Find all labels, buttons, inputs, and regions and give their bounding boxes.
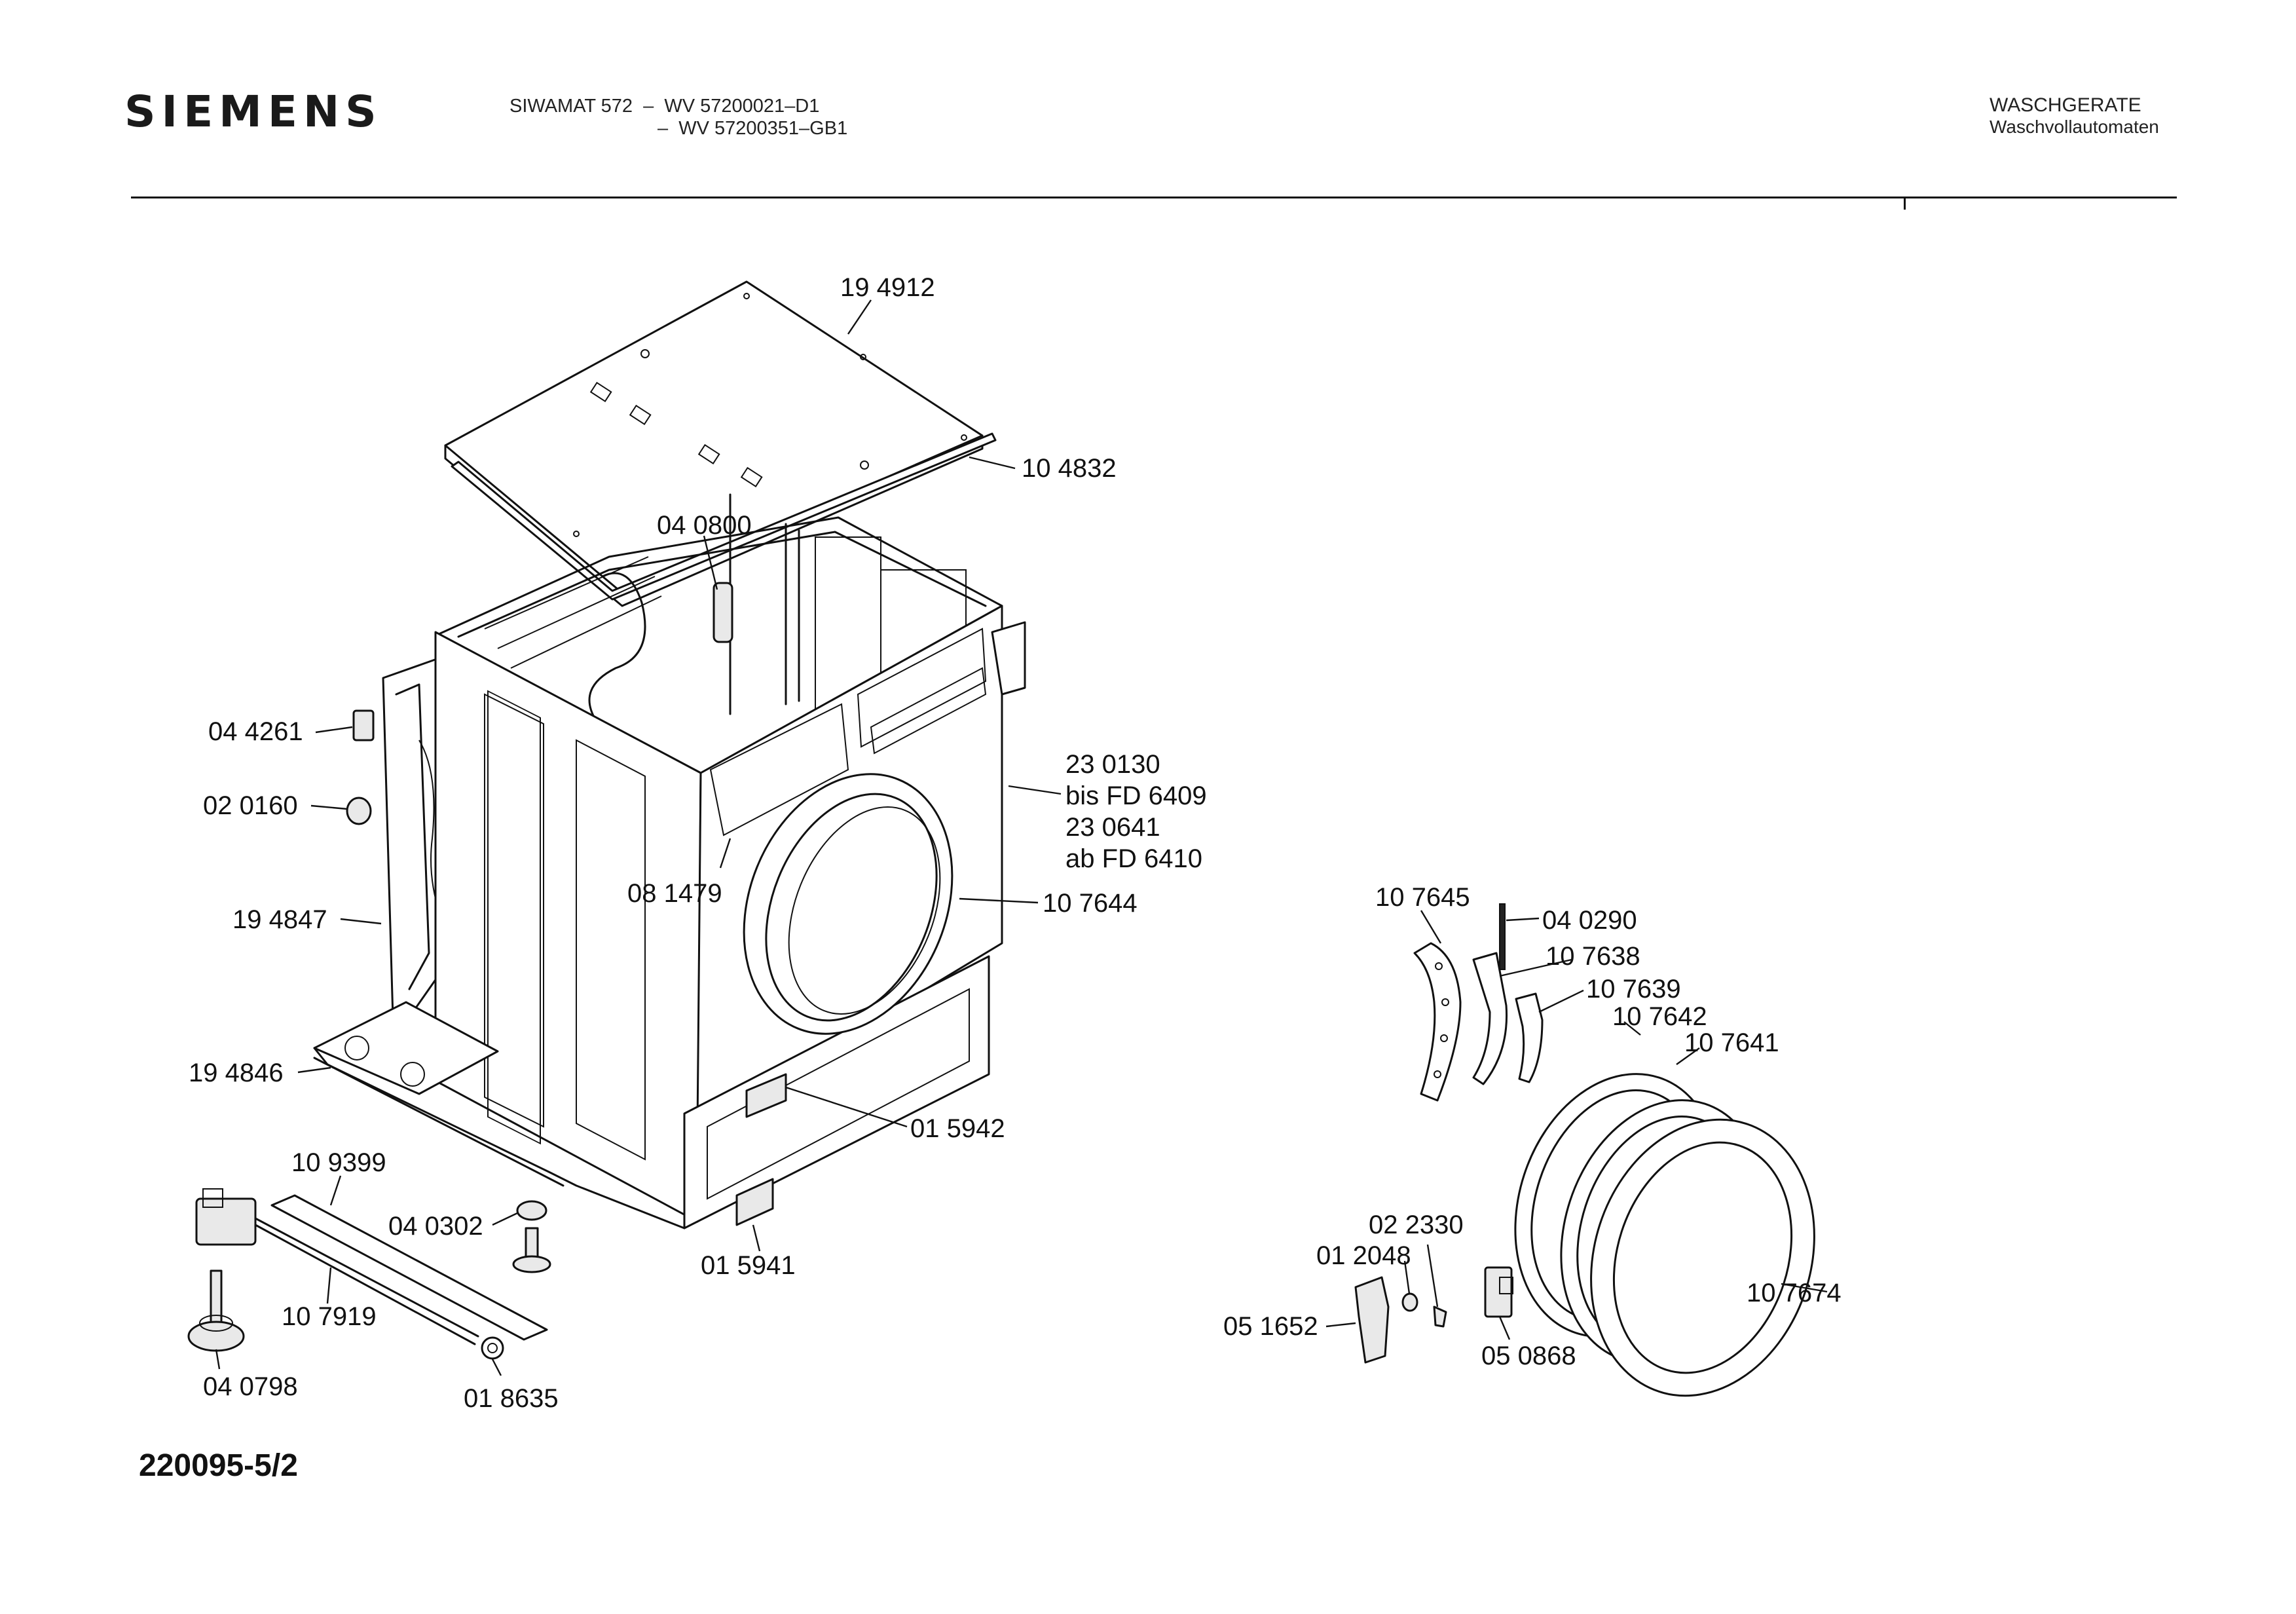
bracket-015942 bbox=[745, 1073, 787, 1118]
part-label-107674: 10 7674 bbox=[1747, 1279, 1842, 1307]
part-label-107638: 10 7638 bbox=[1546, 942, 1640, 971]
part-label-107919: 10 7919 bbox=[282, 1302, 377, 1331]
part-label-020160: 02 0160 bbox=[203, 791, 298, 820]
header-rule bbox=[131, 197, 2177, 198]
header-rule-tick bbox=[1904, 197, 1906, 210]
part-label-107644: 10 7644 bbox=[1043, 889, 1138, 918]
part-label-022330: 02 2330 bbox=[1369, 1210, 1464, 1239]
screw-022330 bbox=[1433, 1305, 1447, 1328]
part-label-194846: 19 4846 bbox=[189, 1059, 284, 1087]
part-label-040798: 04 0798 bbox=[203, 1372, 298, 1401]
nut-040302 bbox=[516, 1200, 547, 1221]
pump-and-feet bbox=[187, 1188, 551, 1360]
handle-051652 bbox=[1354, 1276, 1390, 1364]
document-number: 220095-5/2 bbox=[139, 1448, 298, 1483]
siemens-logo: SIEMENS bbox=[124, 86, 382, 137]
model-line-1: SIWAMAT 572 – WV 57200021–D1 bbox=[509, 96, 820, 117]
part-label-015942: 01 5942 bbox=[910, 1114, 1005, 1143]
part-label-107642: 10 7642 bbox=[1612, 1002, 1707, 1031]
part-label-040800: 04 0800 bbox=[657, 511, 752, 540]
pin-040290 bbox=[1499, 903, 1506, 970]
part-label-018635: 01 8635 bbox=[464, 1384, 559, 1413]
hinge-107638 bbox=[1472, 952, 1508, 1085]
latch-050868 bbox=[1484, 1266, 1513, 1318]
part-labels: 19 4912 10 4832 04 0800 04 4261 02 0160 … bbox=[189, 273, 1842, 1413]
pump-part bbox=[195, 1197, 257, 1246]
part-label-194912: 19 4912 bbox=[840, 273, 935, 302]
part-label-040290: 04 0290 bbox=[1542, 906, 1637, 935]
leader-lines bbox=[215, 299, 1828, 1376]
part-label-044261: 04 4261 bbox=[208, 717, 303, 746]
washer-012048 bbox=[1401, 1292, 1418, 1312]
hinge-107639 bbox=[1515, 992, 1544, 1083]
part-label-107639: 10 7639 bbox=[1586, 975, 1681, 1004]
part-label-194847: 19 4847 bbox=[232, 905, 327, 934]
part-label-230641: 23 0641 bbox=[1065, 813, 1160, 842]
part-label-081479: 08 1479 bbox=[627, 879, 722, 908]
top-cover-part bbox=[444, 280, 997, 607]
bracket-040800 bbox=[713, 582, 733, 643]
hinge-plate-107645 bbox=[1413, 942, 1462, 1102]
rear-strip-part bbox=[451, 432, 997, 601]
door-ring-part bbox=[743, 773, 954, 1035]
part-label-050868: 05 0868 bbox=[1481, 1342, 1576, 1370]
door-ring-107674 bbox=[1590, 1118, 1815, 1397]
model-line-2: – WV 57200351–GB1 bbox=[657, 118, 848, 139]
foot-040798 bbox=[187, 1321, 245, 1352]
part-label-051652: 05 1652 bbox=[1223, 1312, 1318, 1341]
part-label-015941: 01 5941 bbox=[701, 1251, 796, 1280]
part-label-107641: 10 7641 bbox=[1684, 1028, 1779, 1057]
part-label-bis-fd-6409: bis FD 6409 bbox=[1065, 781, 1207, 810]
clip-044261 bbox=[352, 709, 375, 741]
cabinet-housing bbox=[313, 493, 1026, 1229]
bolt-018635 bbox=[481, 1336, 504, 1360]
part-label-012048: 01 2048 bbox=[1316, 1241, 1411, 1270]
category-title: WASCHGERATE bbox=[1990, 94, 2141, 116]
part-label-230130: 23 0130 bbox=[1065, 750, 1160, 779]
clip-020160 bbox=[346, 797, 372, 825]
category-subtitle: Waschvollautomaten bbox=[1990, 117, 2159, 137]
bracket-015941 bbox=[735, 1178, 774, 1226]
part-label-040302: 04 0302 bbox=[388, 1212, 483, 1241]
part-label-104832: 10 4832 bbox=[1022, 454, 1117, 483]
part-label-ab-fd-6410: ab FD 6410 bbox=[1065, 844, 1202, 873]
part-label-109399: 10 9399 bbox=[291, 1148, 386, 1177]
part-label-107645: 10 7645 bbox=[1375, 883, 1470, 912]
